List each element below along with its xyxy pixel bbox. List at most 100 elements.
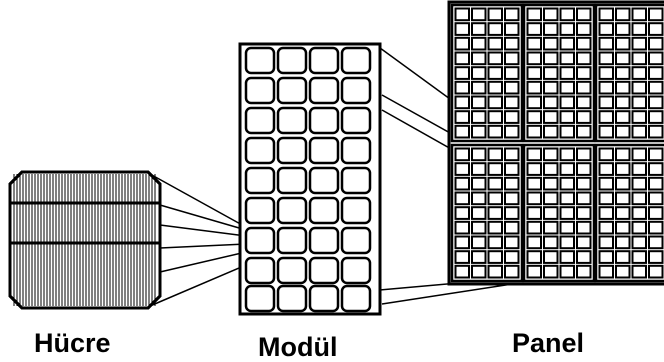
panel-cell: [559, 235, 575, 250]
panel-cell: [615, 110, 631, 124]
panel-cell: [454, 22, 470, 36]
panel-cell: [487, 191, 503, 206]
panel-cell: [471, 235, 487, 250]
panel-cell: [526, 36, 542, 51]
panel-cell: [543, 235, 559, 250]
panel-cell: [615, 235, 631, 250]
panel-cell: [487, 7, 503, 22]
module-cell: [308, 46, 340, 75]
module-cell: [340, 46, 372, 75]
panel-cell: [648, 7, 664, 22]
panel-cell: [559, 162, 575, 176]
panel-cell: [615, 162, 631, 176]
module-cell: [244, 284, 276, 313]
panel-cell: [471, 124, 487, 139]
panel-cell: [504, 176, 520, 191]
panel-cell: [576, 7, 592, 22]
module-label: Modül: [258, 332, 338, 362]
panel-cell: [598, 176, 614, 191]
module-cell: [244, 166, 276, 195]
panel-cell: [471, 250, 487, 264]
panel-cell: [576, 66, 592, 80]
panel-cell: [615, 22, 631, 36]
panel-cell: [559, 147, 575, 162]
panel-cell: [559, 80, 575, 95]
panel-cell: [576, 264, 592, 279]
module-cell: [276, 46, 308, 75]
panel-cell: [471, 264, 487, 279]
panel-cell: [631, 36, 647, 51]
panel-cell: [454, 147, 470, 162]
panel-cell: [576, 235, 592, 250]
panel-cell: [576, 191, 592, 206]
panel-cell: [504, 36, 520, 51]
panel-cell: [543, 22, 559, 36]
module-cell: [340, 166, 372, 195]
panel-cell: [576, 80, 592, 95]
panel-cell: [631, 176, 647, 191]
panel-cell: [615, 7, 631, 22]
panel-cell: [543, 80, 559, 95]
panel-cell: [526, 51, 542, 66]
panel-cell: [543, 51, 559, 66]
panel-cell: [598, 124, 614, 139]
panel-cell: [504, 7, 520, 22]
panel-cell: [598, 66, 614, 80]
panel-cell: [471, 162, 487, 176]
panel-cell: [631, 22, 647, 36]
connector-line: [159, 243, 247, 249]
panel-cell: [648, 264, 664, 279]
panel-cell: [543, 36, 559, 51]
panel-cell: [454, 191, 470, 206]
panel-cell: [631, 191, 647, 206]
panel-cell: [576, 206, 592, 220]
panel-cell: [504, 264, 520, 279]
panel-cell: [471, 147, 487, 162]
panel-cell: [576, 95, 592, 110]
panel-cell: [526, 264, 542, 279]
panel-cell: [543, 220, 559, 235]
panel-cell: [526, 22, 542, 36]
panel-cell: [648, 162, 664, 176]
panel-cell: [454, 220, 470, 235]
panel-cell: [504, 220, 520, 235]
panel-cell: [598, 147, 614, 162]
panel-cell: [559, 36, 575, 51]
panel-cell: [631, 250, 647, 264]
panel-cell: [631, 95, 647, 110]
panel-cell: [487, 147, 503, 162]
connector-line: [159, 251, 247, 273]
panel-cell: [487, 162, 503, 176]
panel-cell: [543, 176, 559, 191]
panel-cell: [543, 264, 559, 279]
panel-cell: [471, 36, 487, 51]
panel-cell: [598, 22, 614, 36]
panel-cell: [487, 235, 503, 250]
panel-cell: [559, 206, 575, 220]
panel-cell: [487, 110, 503, 124]
panel-cell: [543, 95, 559, 110]
cell-edge: [8, 170, 162, 310]
panel-cell: [631, 220, 647, 235]
panel-cell: [504, 147, 520, 162]
module-cell: [340, 106, 372, 135]
panel-cell: [631, 80, 647, 95]
panel-cell: [615, 191, 631, 206]
panel-cell: [526, 7, 542, 22]
panel-cell: [454, 66, 470, 80]
panel-cell: [543, 162, 559, 176]
panel-cell: [487, 22, 503, 36]
panel-cell: [559, 66, 575, 80]
panel-cell: [526, 235, 542, 250]
module-cell: [340, 256, 372, 285]
panel-cell: [615, 147, 631, 162]
panel-cell: [471, 80, 487, 95]
panel-cell: [576, 22, 592, 36]
module-cell: [276, 136, 308, 165]
module-cell: [244, 226, 276, 255]
panel-cell: [471, 176, 487, 191]
panel-cell: [454, 176, 470, 191]
panel-cell: [615, 264, 631, 279]
panel-cell: [504, 124, 520, 139]
panel-cell: [526, 95, 542, 110]
